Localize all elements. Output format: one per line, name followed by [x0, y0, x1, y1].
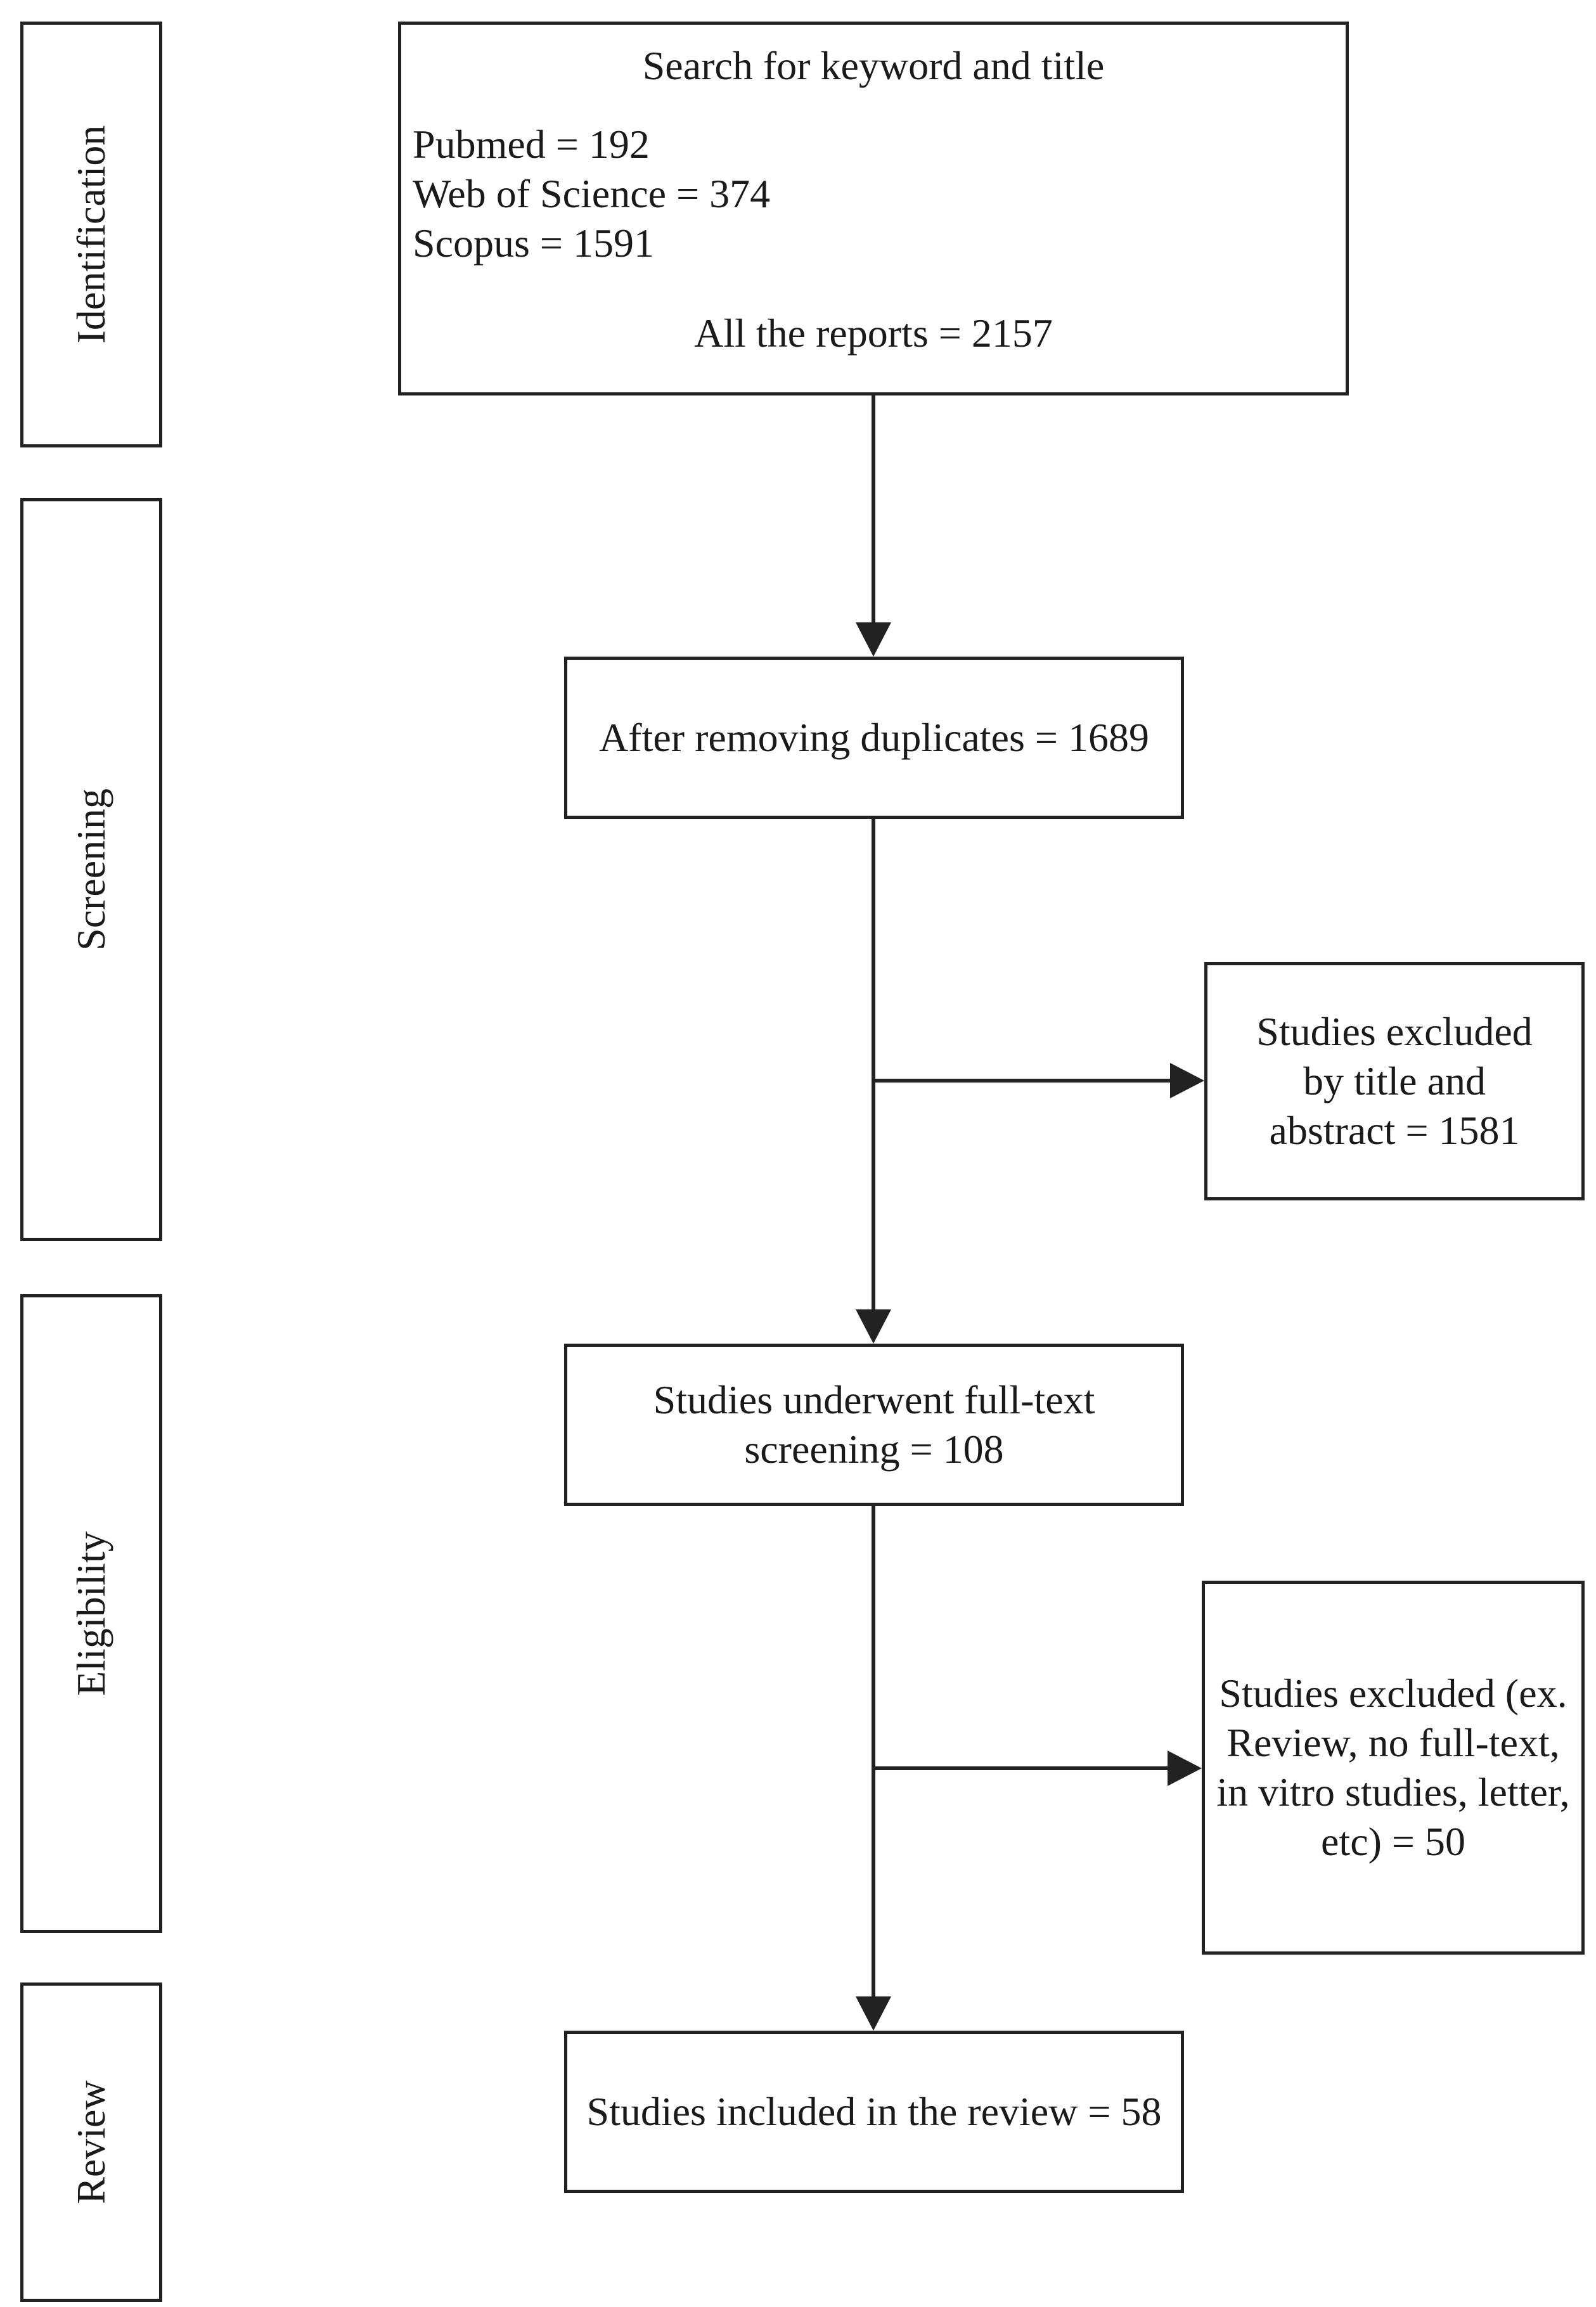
full-text-screening-box: Studies underwent full-text screening = …: [564, 1344, 1184, 1506]
full-text-screening-line: screening = 108: [744, 1427, 1004, 1472]
search-box: Search for keyword and title Pubmed = 19…: [398, 22, 1349, 395]
source-web-of-science: Web of Science = 374: [413, 171, 771, 217]
full-text-screening-line: Studies underwent full-text: [653, 1377, 1095, 1422]
search-total: All the reports = 2157: [694, 311, 1053, 356]
excluded-title-abstract-line: by title and: [1303, 1058, 1486, 1103]
search-sources: Pubmed = 192 Web of Science = 374 Scopus…: [413, 120, 770, 268]
arrowhead-fulltext: [856, 1309, 891, 1344]
excluded-full-text-line: Studies excluded (ex.: [1219, 1670, 1567, 1716]
excluded-title-abstract-line: Studies excluded: [1256, 1008, 1533, 1054]
stage-identification-label: Identification: [68, 125, 113, 344]
excluded-full-text-box: Studies excluded (ex. Review, no full-te…: [1202, 1581, 1585, 1955]
arrowhead-excluded-full-text: [1168, 1751, 1202, 1786]
included-review-text: Studies included in the review = 58: [586, 2088, 1162, 2134]
excluded-full-text-line: Review, no full-text,: [1226, 1719, 1560, 1765]
duplicates-removed-text: After removing duplicates = 1689: [599, 714, 1149, 760]
search-heading: Search for keyword and title: [642, 43, 1105, 88]
arrowhead-duplicates: [856, 622, 891, 657]
excluded-title-abstract-box: Studies excluded by title and abstract =…: [1204, 962, 1585, 1200]
duplicates-removed-box: After removing duplicates = 1689: [564, 657, 1184, 819]
excluded-title-abstract-line: abstract = 1581: [1269, 1108, 1520, 1154]
stage-review: Review: [20, 1982, 162, 2302]
arrowhead-excluded-title-abstract: [1170, 1063, 1204, 1098]
source-pubmed: Pubmed = 192: [413, 122, 650, 167]
stage-screening: Screening: [20, 498, 162, 1241]
arrowhead-included: [856, 1996, 891, 2031]
stage-eligibility: Eligibility: [20, 1294, 162, 1933]
stage-screening-label: Screening: [68, 788, 113, 951]
stage-identification: Identification: [20, 22, 162, 447]
excluded-full-text-line: etc) = 50: [1321, 1819, 1465, 1865]
stage-review-label: Review: [68, 2080, 113, 2204]
stage-eligibility-label: Eligibility: [68, 1531, 113, 1696]
source-scopus: Scopus = 1591: [413, 221, 654, 266]
included-review-box: Studies included in the review = 58: [564, 2031, 1184, 2193]
excluded-full-text-line: in vitro studies, letter,: [1216, 1770, 1570, 1815]
